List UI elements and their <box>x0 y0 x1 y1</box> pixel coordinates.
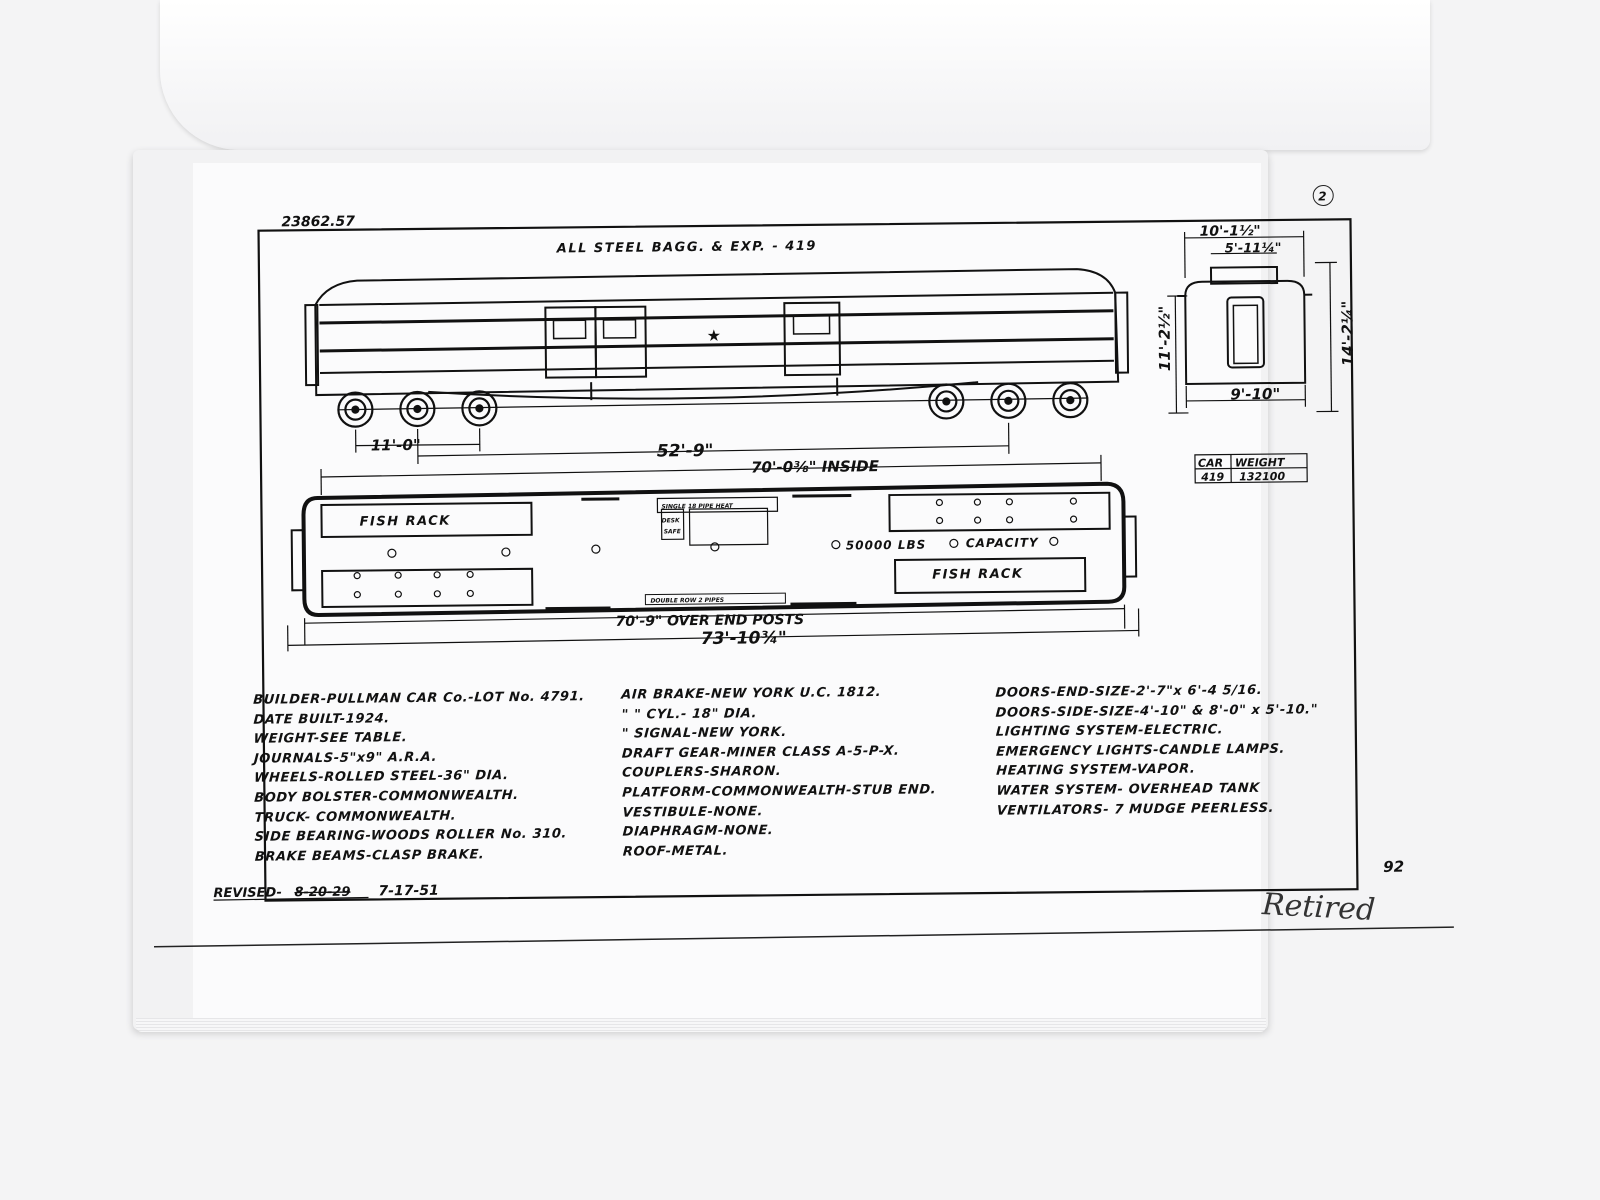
spec-line: WATER SYSTEM- OVERHEAD TANK <box>995 780 1261 799</box>
corner-mark: 2 <box>1318 189 1327 203</box>
revised-date: 7-17-51 <box>378 883 438 900</box>
fish-rack-right: FISH RACK <box>932 567 1023 583</box>
weight-table-weight: 132100 <box>1239 470 1285 483</box>
spec-column-3: DOORS-END-SIZE-2'-7"x 6'-4 5/16. DOORS-S… <box>995 680 1319 821</box>
revised-label: REVISED- <box>213 885 282 901</box>
spec-line: BRAKE BEAMS-CLASP BRAKE. <box>254 847 485 865</box>
fish-rack-left: FISH RACK <box>360 514 451 530</box>
end-height-side: 11'-2½" <box>1155 306 1174 372</box>
door-note-top: SINGLE 18 PIPE HEAT <box>661 503 733 511</box>
weight-table <box>1194 453 1308 484</box>
wheels <box>337 382 1089 428</box>
handwritten-note: Retired <box>1261 887 1377 928</box>
safe-label: SAFE <box>664 528 682 535</box>
end-base-width: 9'-10" <box>1230 385 1280 404</box>
side-elevation <box>304 268 1130 401</box>
curled-page-above <box>160 0 1430 150</box>
inside-length-dimension <box>320 454 1102 496</box>
spec-line: ROOF-METAL. <box>622 843 729 860</box>
spec-column-1: BUILDER-PULLMAN CAR Co.-LOT No. 4791. DA… <box>253 687 586 867</box>
desk-label: DESK <box>662 517 681 524</box>
revised-underline <box>213 896 369 901</box>
wheelbase-label: 11'-0" <box>371 436 421 455</box>
length-dimensions <box>287 604 1140 652</box>
end-elevation <box>1167 230 1339 414</box>
weight-table-header-car: CAR <box>1198 457 1223 470</box>
capacity-amount: 50000 LBS <box>846 538 927 553</box>
over-end-posts-label: 70'-9" OVER END POSTS <box>616 612 805 630</box>
drawing-frame <box>257 218 1359 902</box>
spec-line: VENTILATORS- 7 MUDGE PEERLESS. <box>996 800 1275 819</box>
page-number: 92 <box>1383 858 1404 876</box>
end-width-inner: 5'-11¼" <box>1225 241 1282 257</box>
floor-plan <box>290 481 1138 618</box>
corner-circle <box>1312 185 1334 207</box>
weight-table-header-weight: WEIGHT <box>1235 456 1286 470</box>
revised-struck-date: 8-20-29 <box>294 885 350 901</box>
truck-centers-label: 52'-9" <box>657 441 714 462</box>
drawing-title: ALL STEEL BAGG. & EXP. - 419 <box>556 239 817 257</box>
spec-line: PLATFORM-COMMONWEALTH-STUB END. <box>621 782 937 801</box>
wheelbase-dimension <box>355 422 1010 465</box>
overall-length-label: 73'-10¾" <box>701 628 787 649</box>
star-emblem: ★ <box>707 328 722 345</box>
end-width-outer: 10'-1½" <box>1200 223 1261 240</box>
capacity-label: CAPACITY <box>966 535 1039 550</box>
page-rule <box>154 926 1454 948</box>
door-note-bottom: DOUBLE ROW 2 PIPES <box>650 597 724 605</box>
spec-line: AIR BRAKE-NEW YORK U.C. 1812. <box>620 684 882 703</box>
drawing-number: 23862.57 <box>281 214 355 231</box>
weight-table-car: 419 <box>1200 471 1224 484</box>
inside-length-label: 70'-0⅜" INSIDE <box>751 457 880 476</box>
spec-column-2: AIR BRAKE-NEW YORK U.C. 1812. " " CYL.- … <box>621 682 937 862</box>
page-stack-edge <box>136 1018 1266 1032</box>
end-height-total: 14'-2¼" <box>1338 301 1357 367</box>
